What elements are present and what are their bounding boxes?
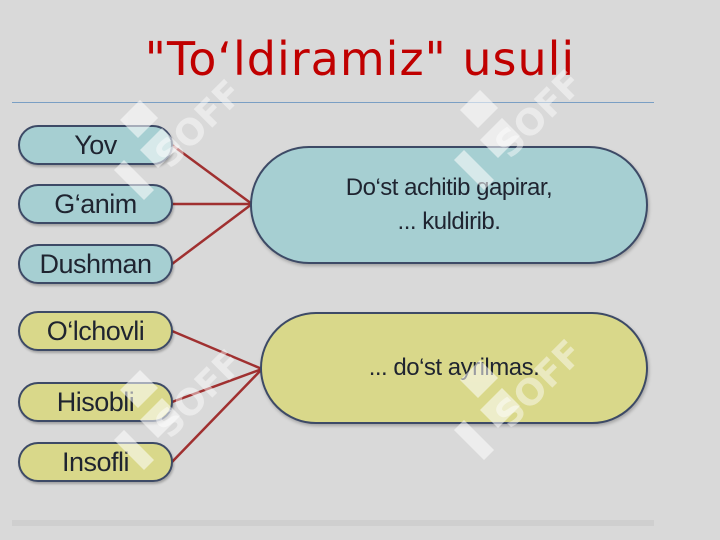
word-pill-olchovli: O‘lchovli (18, 311, 173, 351)
sentence-line: ... do‘st ayrilmas. (368, 354, 540, 381)
bottom-divider (12, 520, 654, 526)
word-pill-ganim: G‘anim (18, 184, 173, 224)
connector-hisobli (171, 367, 263, 404)
word-pill-hisobli: Hisobli (18, 382, 173, 422)
word-pill-dushman: Dushman (18, 244, 173, 284)
sentence-line: Do‘st achitib gapirar, (345, 174, 553, 201)
connector-olchovli (171, 329, 263, 371)
word-pill-insofli: Insofli (18, 442, 173, 482)
word-pill-yov: Yov (18, 125, 173, 165)
title-divider (12, 102, 654, 103)
word-label: O‘lchovli (46, 315, 145, 346)
sentence-box-1: Do‘st achitib gapirar, ... kuldirib. (250, 146, 648, 264)
word-label: Insofli (61, 446, 130, 477)
connector-yov (171, 143, 253, 206)
connector-dushman (171, 203, 253, 265)
page-title: "To‘ldiramiz" usuli (144, 32, 576, 86)
word-label: Dushman (39, 248, 152, 279)
word-label: Yov (74, 129, 117, 160)
sentence-box-2: ... do‘st ayrilmas. (260, 312, 648, 424)
word-label: G‘anim (54, 188, 137, 219)
sentence-line: ... kuldirib. (397, 208, 501, 235)
connector-insofli (171, 368, 263, 463)
word-label: Hisobli (56, 386, 135, 417)
